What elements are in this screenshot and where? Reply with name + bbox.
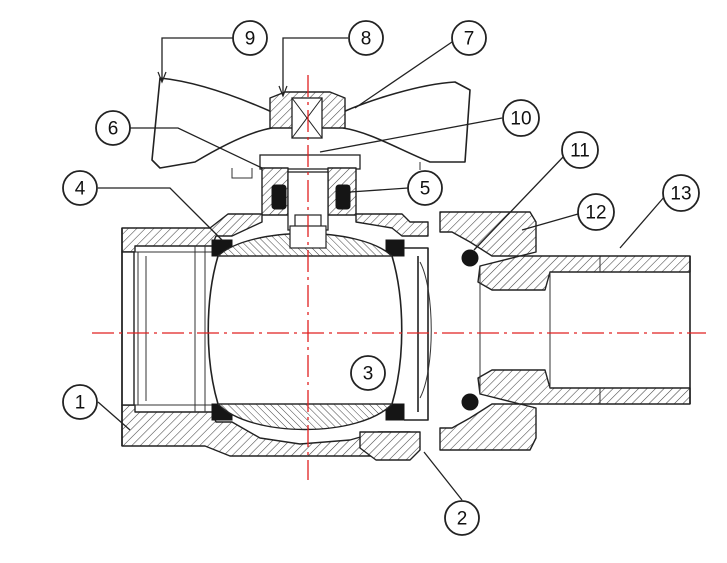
stem-nut [259, 91, 361, 170]
callout-10-label: 10 [510, 109, 531, 130]
callout-4: 4 [62, 170, 98, 206]
valve-body [121, 213, 429, 457]
center-lines [92, 75, 706, 480]
callout-7-label: 7 [464, 29, 475, 50]
callout-8: 8 [348, 20, 384, 56]
callout-9-label: 9 [245, 29, 256, 50]
callout-2: 2 [444, 500, 480, 536]
callout-12-label: 12 [585, 203, 606, 224]
callout-8-label: 8 [361, 29, 372, 50]
callout-6: 6 [95, 110, 131, 146]
handle [151, 77, 471, 179]
ball-callout: 3 [350, 355, 386, 391]
callout-13: 13 [662, 174, 700, 212]
ball [207, 225, 403, 431]
callout-2-label: 2 [457, 509, 468, 530]
callout-1-label: 1 [75, 393, 86, 414]
callout-11-label: 11 [570, 141, 590, 162]
ball-label: 3 [363, 364, 374, 385]
callout-6-label: 6 [108, 119, 119, 140]
callout-5-label: 5 [420, 179, 431, 200]
callout-11: 11 [561, 131, 599, 169]
callout-10: 10 [502, 99, 540, 137]
callout-1: 1 [62, 384, 98, 420]
callout-13-label: 13 [670, 184, 691, 205]
callout-4-label: 4 [75, 179, 86, 200]
union-fitting [359, 211, 691, 461]
callout-12: 12 [577, 193, 615, 231]
leader-lines [97, 37, 666, 501]
callout-7: 7 [451, 20, 487, 56]
callout-5: 5 [407, 170, 443, 206]
callout-9: 9 [232, 20, 268, 56]
